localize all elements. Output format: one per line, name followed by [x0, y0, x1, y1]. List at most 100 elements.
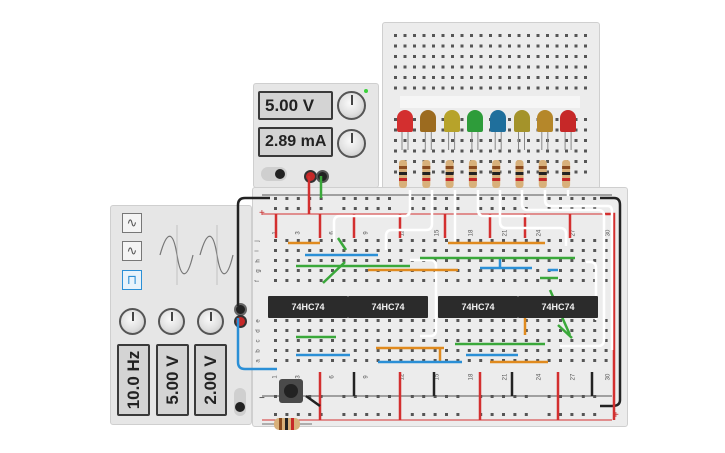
breadboard-hole — [376, 249, 380, 252]
breadboard-hole — [527, 65, 530, 69]
breadboard-hole — [498, 55, 502, 58]
breadboard-hole — [285, 329, 289, 332]
breadboard-hole — [413, 65, 416, 69]
breadboard-hole — [410, 279, 414, 282]
breadboard-hole — [479, 329, 483, 332]
breadboard-hole — [274, 319, 277, 322]
breadboard-hole — [467, 319, 471, 322]
breadboard-hole — [498, 34, 502, 37]
ic-chip-2[interactable]: 74HC74 — [348, 296, 428, 318]
amplitude-knob[interactable] — [158, 308, 185, 335]
top-rail-plus-label: + — [259, 208, 265, 219]
breadboard-hole — [508, 44, 511, 48]
breadboard-hole — [513, 359, 517, 362]
breadboard-hole — [410, 329, 414, 332]
voltage-knob[interactable] — [337, 91, 366, 120]
breadboard-hole — [460, 139, 464, 142]
breadboard-hole — [559, 329, 562, 332]
resistor-band — [492, 172, 501, 175]
breadboard-hole — [574, 44, 578, 48]
breadboard-hole — [527, 170, 530, 174]
breadboard-hole — [365, 279, 369, 282]
breadboard-hole — [403, 65, 407, 69]
breadboard-hole — [441, 76, 445, 79]
breadboard-hole — [441, 170, 445, 174]
led-3[interactable] — [443, 110, 460, 132]
breadboard-hole — [296, 359, 300, 362]
breadboard-hole — [460, 170, 464, 174]
breadboard-hole — [517, 86, 521, 90]
breadboard-hole — [565, 139, 568, 142]
breadboard-hole — [508, 55, 511, 58]
breadboard-hole — [274, 349, 277, 352]
breadboard-hole — [536, 349, 540, 352]
led-5[interactable] — [490, 110, 507, 132]
breadboard-hole — [433, 249, 437, 252]
breadboard-hole — [376, 359, 380, 362]
breadboard-hole — [581, 329, 585, 332]
breadboard-hole — [536, 55, 540, 58]
led-6[interactable] — [513, 110, 530, 132]
breadboard-hole — [376, 329, 380, 332]
resistor-band — [445, 166, 454, 169]
power-supply-toggle[interactable] — [261, 167, 287, 181]
breadboard-hole — [479, 149, 483, 153]
waveform-square-button[interactable]: ⊓ — [122, 270, 142, 290]
breadboard-hole — [441, 160, 445, 163]
white-wire-4 — [476, 190, 530, 218]
breadboard-hole — [570, 329, 574, 332]
breadboard-hole — [584, 128, 587, 132]
breadboard-hole — [331, 319, 334, 322]
breadboard-hole — [451, 55, 454, 58]
ic-chip-3[interactable]: 74HC74 — [438, 296, 518, 318]
breadboard-hole — [308, 279, 312, 282]
breadboard-hole — [451, 44, 454, 48]
waveform-triangle-button[interactable]: ∿ — [122, 241, 142, 261]
breadboard-hole — [399, 349, 403, 352]
generator-toggle[interactable] — [234, 388, 246, 416]
breadboard-hole — [584, 86, 587, 90]
breadboard-hole — [490, 359, 494, 362]
breadboard-hole — [574, 160, 578, 163]
breadboard-hole — [331, 269, 334, 272]
led-8[interactable] — [560, 110, 577, 132]
white-wire-7 — [543, 190, 614, 350]
breadboard-hole — [308, 249, 312, 252]
frequency-knob[interactable] — [119, 308, 146, 335]
breadboard-hole — [546, 34, 549, 37]
ic-chip-4[interactable]: 74HC74 — [518, 296, 598, 318]
breadboard-hole — [502, 319, 505, 322]
breadboard-hole — [593, 259, 597, 262]
breadboard-hole — [376, 413, 380, 416]
breadboard-hole — [574, 170, 578, 174]
breadboard-hole — [555, 160, 559, 163]
negative-terminal[interactable] — [316, 170, 329, 183]
breadboard-hole — [365, 207, 369, 210]
waveform-sine-button[interactable]: ∿ — [122, 213, 142, 233]
breadboard-hole — [432, 55, 435, 58]
breadboard-hole — [547, 259, 551, 262]
breadboard-hole — [353, 279, 357, 282]
resistor-band — [468, 178, 477, 181]
ic-chip-1[interactable]: 74HC74 — [268, 296, 348, 318]
breadboard-hole — [536, 239, 540, 242]
white-wire-6 — [520, 190, 606, 348]
breadboard-hole — [502, 359, 505, 362]
led-2[interactable] — [420, 110, 437, 132]
led-4[interactable] — [466, 110, 483, 132]
breadboard-hole — [581, 269, 585, 272]
breadboard-hole — [403, 149, 407, 153]
breadboard-hole — [524, 269, 528, 272]
offset-knob[interactable] — [197, 308, 224, 335]
breadboard-hole — [331, 349, 334, 352]
led-7[interactable] — [536, 110, 553, 132]
current-knob[interactable] — [337, 129, 366, 158]
breadboard-hole — [547, 329, 551, 332]
breadboard-hole — [490, 319, 494, 322]
breadboard-hole — [479, 34, 483, 37]
breadboard-hole — [433, 339, 437, 342]
led-1[interactable] — [397, 110, 413, 132]
breadboard-hole — [441, 86, 445, 90]
pushbutton[interactable] — [279, 379, 303, 403]
breadboard-hole — [555, 170, 559, 174]
